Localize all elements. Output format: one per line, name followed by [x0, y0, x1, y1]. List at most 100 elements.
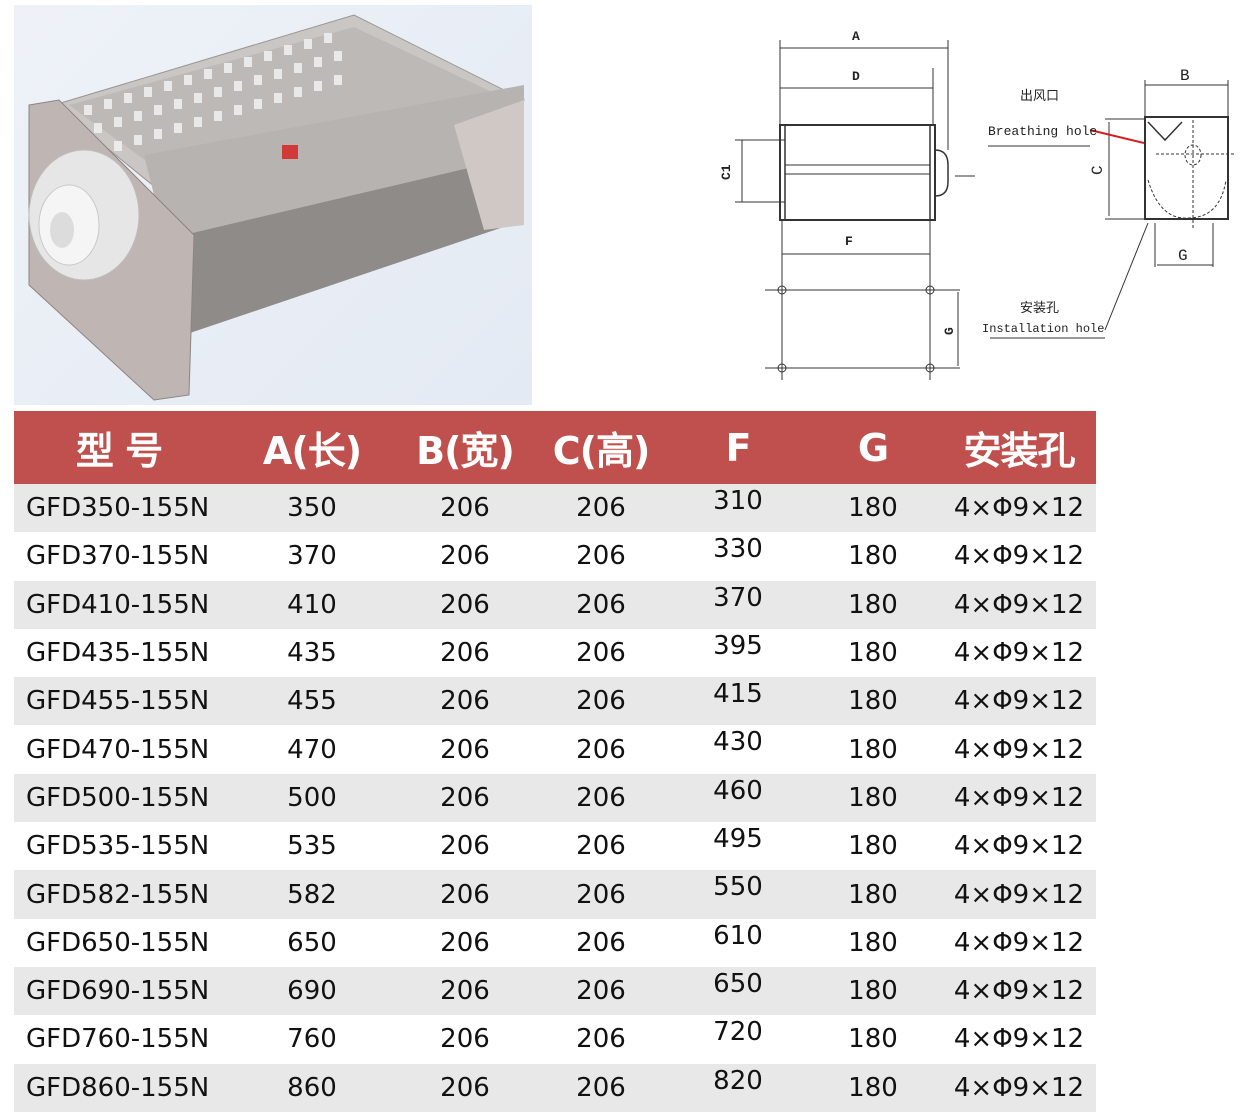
cell-b-width: 206 [400, 870, 530, 919]
dim-label-b: B [1180, 67, 1190, 85]
dim-label-g-side: G [942, 327, 957, 335]
cell-a-length: 760 [224, 1015, 400, 1064]
cell-g: 180 [804, 580, 942, 629]
header-c-height: C(高) [530, 411, 672, 484]
cell-g: 180 [804, 677, 942, 726]
dimension-drawing: A D C1 F G B C G 出风口 Breathing hole 安装孔 … [719, 20, 1240, 390]
cell-model: GFD500-155N [14, 773, 224, 823]
cell-install-hole: 4×Φ9×12 [942, 773, 1096, 823]
header-install-hole: 安装孔 [942, 411, 1096, 484]
cell-a-length: 690 [224, 966, 400, 1016]
header-a-length: A(长) [224, 411, 400, 484]
cell-a-length: 535 [224, 822, 400, 871]
dim-label-f: F [845, 234, 853, 249]
cell-g: 180 [804, 966, 942, 1016]
cell-c-height: 206 [530, 725, 672, 774]
cell-install-hole: 4×Φ9×12 [942, 628, 1096, 678]
cell-f: 430 [672, 725, 804, 774]
cell-a-length: 860 [224, 1063, 400, 1112]
cell-install-hole: 4×Φ9×12 [942, 966, 1096, 1016]
cell-f: 820 [672, 1063, 804, 1112]
cell-install-hole: 4×Φ9×12 [942, 532, 1096, 581]
cell-c-height: 206 [530, 677, 672, 726]
cell-b-width: 206 [400, 532, 530, 581]
cell-b-width: 206 [400, 918, 530, 967]
cell-c-height: 206 [530, 484, 672, 533]
cell-a-length: 370 [224, 532, 400, 581]
header-b-width: B(宽) [400, 411, 530, 484]
dim-label-g-end: G [1178, 247, 1188, 265]
cell-install-hole: 4×Φ9×12 [942, 822, 1096, 871]
install-label-en: Installation hole [982, 322, 1104, 336]
cell-install-hole: 4×Φ9×12 [942, 870, 1096, 919]
cell-c-height: 206 [530, 580, 672, 629]
cell-c-height: 206 [530, 532, 672, 581]
cell-install-hole: 4×Φ9×12 [942, 1015, 1096, 1064]
cell-g: 180 [804, 822, 942, 871]
cell-install-hole: 4×Φ9×12 [942, 918, 1096, 967]
cell-f: 610 [672, 918, 804, 967]
cell-c-height: 206 [530, 1015, 672, 1064]
install-label-cn: 安装孔 [1020, 301, 1059, 316]
cell-g: 180 [804, 1015, 942, 1064]
cell-model: GFD860-155N [14, 1063, 224, 1112]
cell-g: 180 [804, 484, 942, 533]
cell-b-width: 206 [400, 580, 530, 629]
cell-f: 310 [672, 484, 804, 533]
cell-g: 180 [804, 532, 942, 581]
cell-model: GFD535-155N [14, 822, 224, 871]
cell-a-length: 500 [224, 773, 400, 823]
cell-b-width: 206 [400, 1063, 530, 1112]
cell-g: 180 [804, 1063, 942, 1112]
cell-f: 495 [672, 822, 804, 871]
cell-a-length: 410 [224, 580, 400, 629]
cell-f: 395 [672, 628, 804, 678]
cell-c-height: 206 [530, 870, 672, 919]
cell-g: 180 [804, 773, 942, 823]
outlet-label-en: Breathing hole [988, 124, 1097, 139]
dim-label-c1: C1 [720, 164, 734, 180]
cell-a-length: 350 [224, 484, 400, 533]
cell-install-hole: 4×Φ9×12 [942, 484, 1096, 533]
cell-c-height: 206 [530, 1063, 672, 1112]
cell-b-width: 206 [400, 822, 530, 871]
cell-b-width: 206 [400, 484, 530, 533]
cell-f: 370 [672, 580, 804, 629]
cell-b-width: 206 [400, 1015, 530, 1064]
cell-model: GFD690-155N [14, 966, 224, 1016]
cell-a-length: 582 [224, 870, 400, 919]
cell-g: 180 [804, 870, 942, 919]
cell-model: GFD582-155N [14, 870, 224, 919]
product-photo [14, 5, 532, 405]
cell-c-height: 206 [530, 773, 672, 823]
header-g: G [804, 411, 942, 484]
cell-g: 180 [804, 725, 942, 774]
cell-c-height: 206 [530, 966, 672, 1016]
cell-model: GFD370-155N [14, 532, 224, 581]
dim-label-a: A [852, 29, 860, 44]
cell-a-length: 650 [224, 918, 400, 967]
cell-b-width: 206 [400, 628, 530, 678]
header-f: F [672, 411, 804, 484]
cell-model: GFD470-155N [14, 725, 224, 774]
cell-model: GFD455-155N [14, 677, 224, 726]
header-model: 型 号 [14, 411, 224, 484]
cell-c-height: 206 [530, 628, 672, 678]
cell-a-length: 455 [224, 677, 400, 726]
cell-c-height: 206 [530, 918, 672, 967]
cell-c-height: 206 [530, 822, 672, 871]
cell-g: 180 [804, 918, 942, 967]
cell-f: 415 [672, 677, 804, 726]
